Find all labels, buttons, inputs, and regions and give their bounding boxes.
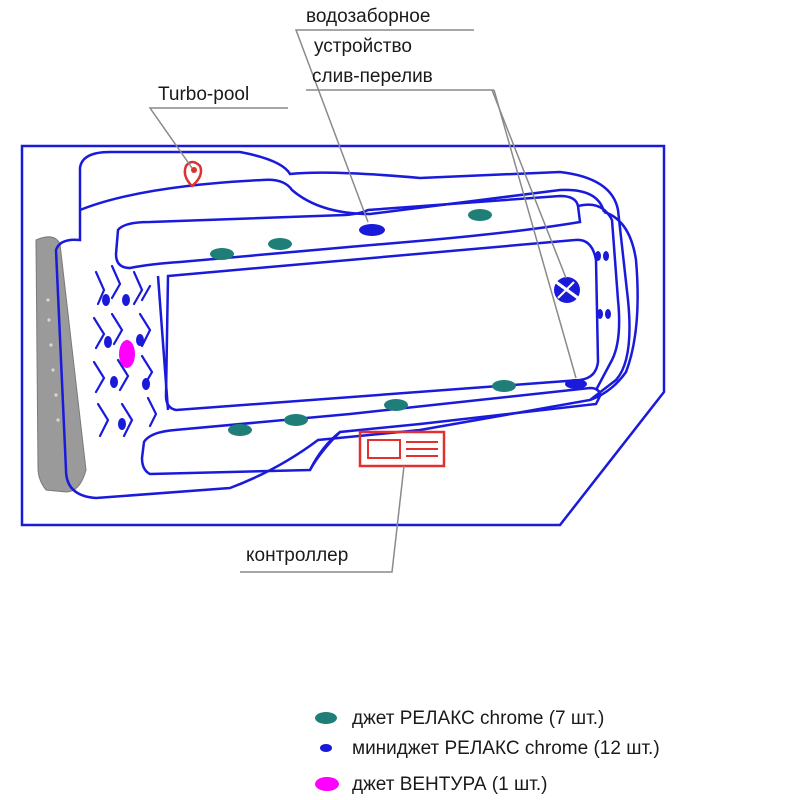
ventura-jet [119,340,135,368]
legend-label: джет РЕЛАКС chrome (7 шт.) [352,708,604,729]
callout-turbo-pool: Turbo-pool [158,84,249,105]
legend-label: джет ВЕНТУРА (1 шт.) [352,774,547,795]
legend-item-relax-jet: джет РЕЛАКС chrome (7 шт.) [315,708,604,729]
relax-jet [228,424,252,436]
foot-mini-jets [595,251,611,319]
controller-leader [240,465,405,573]
turbo-pool-icon [183,160,203,188]
back-mini-jets [102,294,150,430]
leader-lines [148,29,577,573]
upper-seat-band [114,194,582,270]
drain-leader-1 [491,89,567,279]
right-end-outer [589,210,639,402]
controller-panel [358,430,446,468]
mini-jet [603,251,609,261]
tub-rim [54,150,631,500]
turbo-leader [148,107,288,169]
legend-item-ventura-jet: джет ВЕНТУРА (1 шт.) [315,774,547,795]
relax-jet [468,209,492,221]
lower-seat-band [140,386,602,476]
water-intake-device [359,224,385,236]
magenta-oval-icon [315,777,339,791]
right-end [577,203,621,391]
callout-drain-overflow: слив-перелив [312,66,433,87]
intake-leader [294,29,474,223]
upper-ledge [79,178,606,216]
lower-rim-curve [308,431,341,471]
basin-inner-edge [156,275,170,411]
relax-jet [284,414,308,426]
callout-intake-line1: водозаборное [306,6,430,27]
relax-jet [210,248,234,260]
callout-controller: контроллер [246,545,348,566]
headrest-dots [46,298,60,422]
drain-overflow-icon [554,277,580,303]
mini-jet [605,309,611,319]
blue-oval-icon [320,744,332,752]
relax-jet [384,399,408,411]
legend-item-mini-jet: миниджет РЕЛАКС chrome (12 шт.) [320,738,660,759]
relax-jet [492,380,516,392]
inner-basin [164,238,600,412]
drain-outlet [565,379,587,389]
callout-intake-line2: устройство [314,36,412,57]
legend: джет РЕЛАКС chrome (7 шт.) миниджет РЕЛА… [315,708,660,795]
back-massage-zone [92,264,158,438]
mini-jet [597,309,603,319]
teal-oval-icon [315,712,337,724]
relax-jet [268,238,292,250]
mini-jet [595,251,601,261]
tub-outer-frame [20,144,666,527]
drain-leader-2 [493,89,577,379]
relax-jets [210,209,516,436]
legend-label: миниджет РЕЛАКС chrome (12 шт.) [352,738,660,759]
